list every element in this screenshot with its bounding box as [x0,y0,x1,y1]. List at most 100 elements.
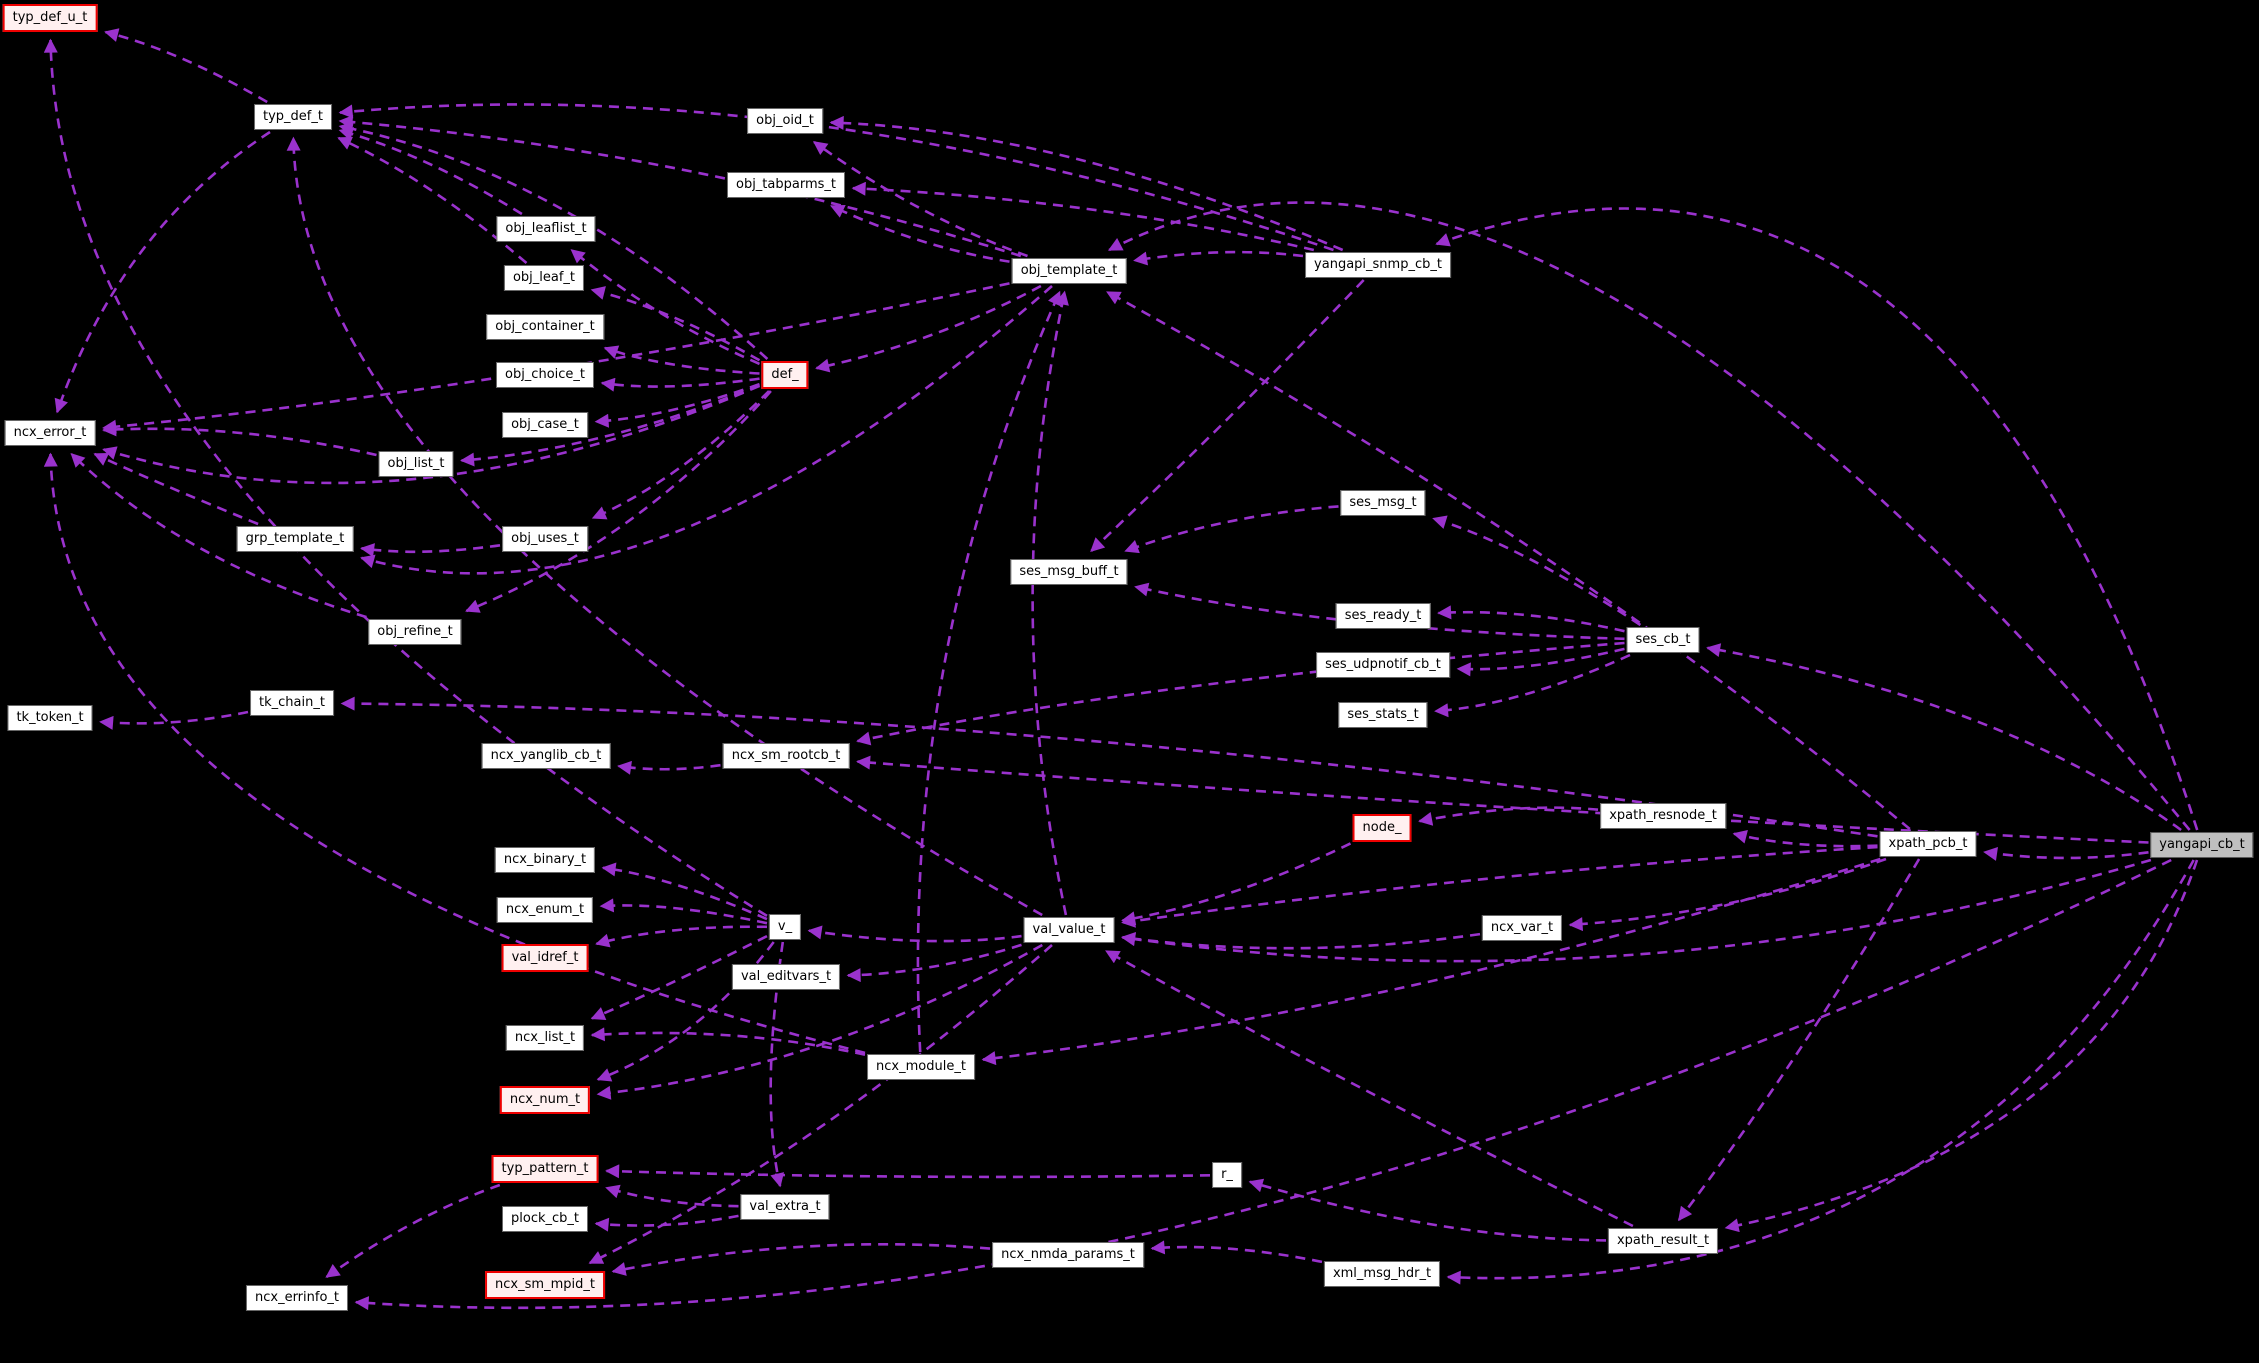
graph-node-ses_msg_t[interactable]: ses_msg_t [1340,490,1426,516]
edge-obj_uses_t-to-grp_template_t [360,543,501,557]
graph-node-obj_tabparms_t[interactable]: obj_tabparms_t [726,172,846,198]
edge-def_-to-obj_list_t [460,384,760,467]
edge-obj_template_t-to-obj_oid_t [812,140,1028,258]
edge-def_-to-obj_leaflist_t [570,248,761,366]
edge-v_-to-typ_def_u_t [43,38,768,918]
edge-def_-to-obj_case_t [594,382,760,428]
graph-node-ses_cb_t[interactable]: ses_cb_t [1626,627,1700,653]
edge-obj_leaf_t-to-typ_def_t [337,136,528,264]
edge-yangapi_cb_t-to-ses_cb_t [1706,643,2182,832]
edge-obj_template_t-to-grp_template_t [360,285,1053,575]
graph-node-ses_ready_t[interactable]: ses_ready_t [1335,603,1431,629]
edge-def_-to-obj_refine_t [465,390,772,613]
edge-ses_cb_t-to-ses_stats_t [1434,653,1631,718]
graph-node-ncx_nmda_params_t[interactable]: ncx_nmda_params_t [992,1242,1144,1268]
edge-v_-to-ncx_list_t [590,934,768,1021]
graph-node-ncx_module_t[interactable]: ncx_module_t [867,1054,975,1080]
graph-node-yangapi_snmp_cb_t[interactable]: yangapi_snmp_cb_t [1305,252,1451,278]
edge-ncx_module_t-to-ncx_error_t [43,452,866,1055]
graph-node-obj_leaflist_t[interactable]: obj_leaflist_t [496,216,596,242]
edge-yangapi_cb_t-to-xpath_pcb_t [1983,846,2149,861]
graph-node-ncx_binary_t[interactable]: ncx_binary_t [494,847,596,873]
graph-node-grp_template_t[interactable]: grp_template_t [236,526,354,552]
graph-node-xpath_resnode_t[interactable]: xpath_resnode_t [1600,803,1726,829]
graph-node-def_[interactable]: def_ [761,361,809,389]
edge-xpath_pcb_t-to-ncx_var_t [1568,857,1887,932]
edge-v_-to-ncx_num_t [596,941,775,1082]
graph-node-typ_def_t[interactable]: typ_def_t [254,104,332,130]
graph-node-ncx_var_t[interactable]: ncx_var_t [1481,915,1563,941]
edge-grp_template_t-to-ncx_error_t [93,452,259,526]
graph-node-yangapi_cb_t[interactable]: yangapi_cb_t [2150,832,2254,858]
graph-node-r_[interactable]: r_ [1212,1162,1242,1188]
graph-node-obj_oid_t[interactable]: obj_oid_t [747,108,823,134]
edge-obj_template_t-to-typ_def_t [338,115,1022,258]
graph-node-ncx_num_t[interactable]: ncx_num_t [499,1086,591,1114]
graph-node-obj_leaf_t[interactable]: obj_leaf_t [503,265,585,291]
graph-node-ncx_error_t[interactable]: ncx_error_t [4,420,96,446]
graph-node-v_[interactable]: v_ [768,914,802,940]
edge-xpath_resnode_t-to-node_ [1418,806,1599,826]
edge-node_-to-val_value_t [1121,842,1352,926]
graph-node-tk_token_t[interactable]: tk_token_t [7,705,93,731]
edge-val_value_t-to-obj_template_t [1031,290,1069,916]
graph-node-node_[interactable]: node_ [1352,814,1412,842]
edge-ncx_var_t-to-val_value_t [1121,931,1481,950]
graph-node-val_value_t[interactable]: val_value_t [1023,917,1115,943]
graph-node-ncx_yanglib_cb_t[interactable]: ncx_yanglib_cb_t [481,743,611,769]
edge-val_value_t-to-ncx_sm_mpid_t [588,944,1053,1265]
edge-obj_template_t-to-ncx_error_t [102,282,1010,434]
graph-node-val_editvars_t[interactable]: val_editvars_t [731,964,841,990]
edge-xpath_pcb_t-to-xpath_result_t [1677,858,1921,1222]
graph-node-ncx_errinfo_t[interactable]: ncx_errinfo_t [245,1285,349,1311]
edge-obj_template_t-to-def_ [815,284,1042,373]
graph-node-obj_template_t[interactable]: obj_template_t [1011,258,1127,284]
graph-node-xml_msg_hdr_t[interactable]: xml_msg_hdr_t [1323,1261,1441,1287]
graph-node-obj_refine_t[interactable]: obj_refine_t [368,619,462,645]
edge-yangapi_cb_t-to-xml_msg_hdr_t [1446,859,2195,1285]
edge-xpath_pcb_t-to-ncx_module_t [981,857,1881,1066]
edge-ses_cb_t-to-ses_msg_t [1432,515,1642,627]
edge-typ_def_t-to-ncx_error_t [54,130,271,414]
edge-typ_pattern_t-to-ncx_errinfo_t [325,1183,501,1279]
graph-node-ses_msg_buff_t[interactable]: ses_msg_buff_t [1010,559,1128,585]
graph-node-plock_cb_t[interactable]: plock_cb_t [502,1206,588,1232]
graph-node-typ_pattern_t[interactable]: typ_pattern_t [491,1155,599,1183]
edge-obj_template_t-to-obj_tabparms_t [830,204,1010,263]
edge-obj_leaflist_t-to-typ_def_t [338,127,523,216]
edge-tk_chain_t-to-tk_token_t [99,710,249,730]
edge-xpath_pcb_t-to-tk_chain_t [340,696,1878,838]
edge-ses_cb_t-to-ses_ready_t [1437,605,1625,633]
graph-node-tk_chain_t[interactable]: tk_chain_t [250,690,334,716]
graph-node-ses_stats_t[interactable]: ses_stats_t [1338,702,1428,728]
edge-ses_cb_t-to-ses_udpnotif_cb_t [1456,647,1625,677]
graph-node-ncx_sm_rootcb_t[interactable]: ncx_sm_rootcb_t [722,743,850,769]
graph-node-xpath_result_t[interactable]: xpath_result_t [1607,1228,1719,1254]
graph-node-xpath_pcb_t[interactable]: xpath_pcb_t [1879,831,1977,857]
edge-def_-to-typ_def_t [338,121,769,360]
graph-node-ncx_list_t[interactable]: ncx_list_t [505,1025,585,1051]
graph-node-ncx_sm_mpid_t[interactable]: ncx_sm_mpid_t [485,1271,605,1299]
edge-ses_msg_t-to-ses_msg_buff_t [1124,505,1339,554]
graph-node-obj_container_t[interactable]: obj_container_t [486,314,604,340]
edge-xpath_pcb_t-to-obj_template_t [1106,290,1911,831]
graph-node-obj_choice_t[interactable]: obj_choice_t [495,362,595,388]
graph-node-val_extra_t[interactable]: val_extra_t [740,1194,830,1220]
graph-node-obj_list_t[interactable]: obj_list_t [378,451,454,477]
graph-node-ses_udpnotif_cb_t[interactable]: ses_udpnotif_cb_t [1316,652,1450,678]
edge-ncx_module_t-to-ncx_list_t [590,1027,866,1056]
graph-node-val_idref_t[interactable]: val_idref_t [501,944,589,972]
edge-val_value_t-to-val_editvars_t [846,943,1022,983]
graph-node-obj_case_t[interactable]: obj_case_t [502,412,588,438]
edge-xpath_result_t-to-val_value_t [1105,949,1634,1228]
edge-v_-to-val_idref_t [595,925,768,948]
edge-yangapi_cb_t-to-yangapi_snmp_cb_t [1435,207,2199,831]
edge-ncx_module_t-to-obj_template_t [916,290,1061,1053]
edge-def_-to-obj_container_t [603,345,760,375]
graph-node-ncx_enum_t[interactable]: ncx_enum_t [496,897,594,923]
edge-def_-to-obj_leaf_t [590,286,761,362]
graph-node-obj_uses_t[interactable]: obj_uses_t [502,526,588,552]
graph-node-typ_def_u_t[interactable]: typ_def_u_t [2,4,98,32]
edge-val_value_t-to-v_ [807,925,1022,943]
